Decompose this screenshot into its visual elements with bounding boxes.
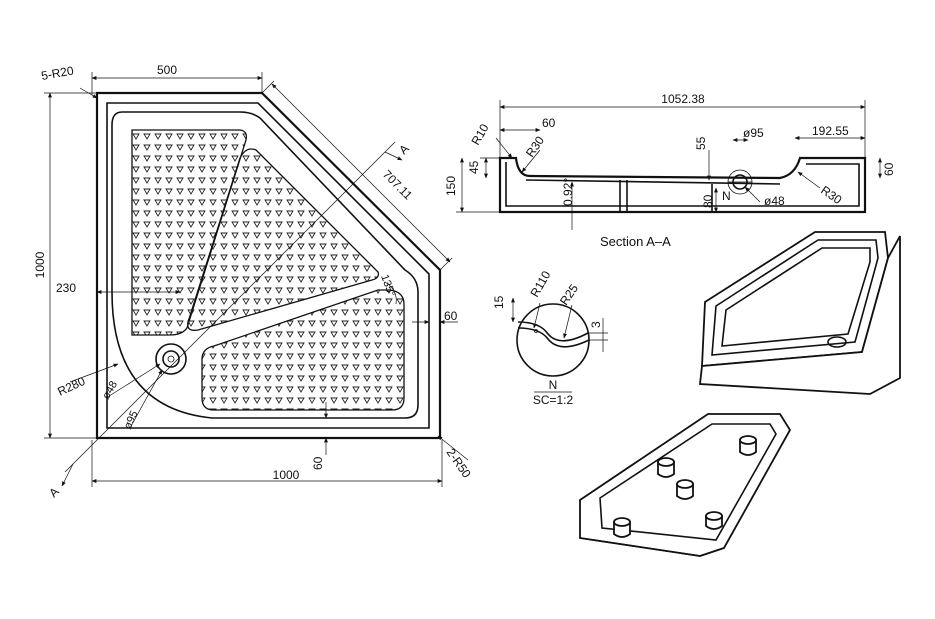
iso-bottom-inner — [599, 423, 777, 541]
iso-top-drain — [827, 336, 847, 348]
label-detail-n: N — [549, 378, 558, 392]
label-right-height: 60 — [882, 162, 896, 176]
isometric-top-view — [699, 231, 901, 395]
label-top-width: 500 — [157, 63, 177, 77]
leader-corner-radius — [79, 87, 98, 99]
label-detail-3: 3 — [589, 321, 603, 328]
iso-top-side — [699, 235, 901, 395]
label-r30-right: R30 — [818, 183, 844, 207]
iso-leg-1 — [613, 517, 631, 538]
tray-outline — [95, 91, 442, 440]
leader-r110 — [533, 302, 541, 329]
texture-panel-lower-right — [201, 289, 405, 411]
tray-basin-edge — [111, 111, 419, 419]
label-detail-r25: R25 — [557, 281, 581, 307]
label-dim-55: 55 — [694, 136, 708, 150]
label-total-length: 1052.38 — [661, 92, 705, 106]
label-drain-dia: ø95 — [743, 126, 764, 140]
section-arrow-top — [384, 151, 403, 161]
label-detail-mark: N — [722, 189, 731, 203]
label-drain-small: ø48 — [764, 194, 785, 208]
leader-drain-outer — [129, 369, 163, 429]
label-section-mark-bottom: A — [46, 485, 62, 501]
detail-circle — [516, 303, 590, 377]
label-detail-scale: SC=1:2 — [533, 393, 574, 407]
iso-bottom-rim-edge — [579, 537, 725, 557]
detail-callout-circle — [727, 169, 753, 195]
label-r10: R10 — [468, 121, 491, 147]
detail-center-point — [534, 329, 538, 333]
angle-arc — [384, 281, 397, 305]
iso-top-rim-inner — [711, 239, 879, 356]
label-left-height: 1000 — [33, 251, 47, 278]
dim-diagonal-line — [271, 83, 451, 263]
leader-r10 — [495, 137, 513, 159]
label-rim-right: 60 — [444, 309, 458, 323]
ext-diag-b — [439, 257, 453, 271]
label-height-150: 150 — [444, 176, 458, 196]
leader-section-drain-small — [744, 186, 761, 203]
detail-profile-bottom — [517, 327, 590, 348]
label-detail-15: 15 — [492, 295, 506, 309]
iso-leg-5 — [705, 511, 723, 530]
label-section-mark-top: A — [396, 142, 412, 158]
drain-center — [167, 355, 175, 363]
label-corner-radius: 5-R20 — [40, 63, 75, 83]
label-slope: 0.92° — [561, 178, 575, 206]
section-floor-line — [525, 179, 781, 185]
section-title: Section A–A — [600, 234, 671, 249]
label-bottom-width: 1000 — [273, 468, 300, 482]
section-profile-inner — [505, 162, 860, 207]
label-depth-45: 45 — [467, 160, 481, 174]
label-outer-radius: 2-R50 — [444, 446, 474, 481]
iso-leg-2 — [657, 457, 675, 478]
label-left-rim: 60 — [542, 116, 556, 130]
tray-rim-inner — [106, 102, 430, 429]
plan-view: 500 5-R20 707.11 1000 1000 230 60 60 135… — [33, 63, 474, 500]
label-drain-inner: ø48 — [100, 379, 120, 401]
isometric-bottom-view — [579, 413, 792, 557]
drain-outer-ring — [155, 343, 187, 375]
leader-r25 — [563, 304, 573, 339]
leader-outer-radius — [437, 435, 469, 461]
detail-view: 15 R110 R25 3 N SC=1:2 — [492, 268, 608, 407]
leader-r30-right — [797, 171, 821, 189]
label-big-radius: R280 — [55, 374, 87, 399]
label-inner-width: 230 — [56, 281, 76, 295]
iso-top-basin — [721, 247, 871, 347]
label-rim-bottom: 60 — [311, 456, 325, 470]
label-detail-r110: R110 — [527, 268, 553, 299]
leader-r280 — [69, 363, 119, 383]
detail-profile-top — [517, 321, 589, 342]
leader-r30-left — [521, 149, 541, 173]
texture-panel-top — [131, 129, 248, 336]
leader-drain-inner — [105, 363, 161, 399]
ext-diag-a — [261, 80, 275, 94]
iso-leg-4 — [739, 435, 757, 456]
label-r30-left: R30 — [523, 133, 547, 159]
drain-inner-ring — [162, 350, 180, 368]
section-profile-outer — [498, 156, 867, 214]
section-view: 1052.38 60 192.55 R10 R30 45 150 60 55 ø… — [444, 92, 896, 249]
label-drop-80: 80 — [701, 194, 715, 208]
label-right-segment: 192.55 — [812, 124, 849, 138]
iso-leg-3 — [676, 479, 694, 500]
section-arrow-bottom — [61, 463, 74, 487]
